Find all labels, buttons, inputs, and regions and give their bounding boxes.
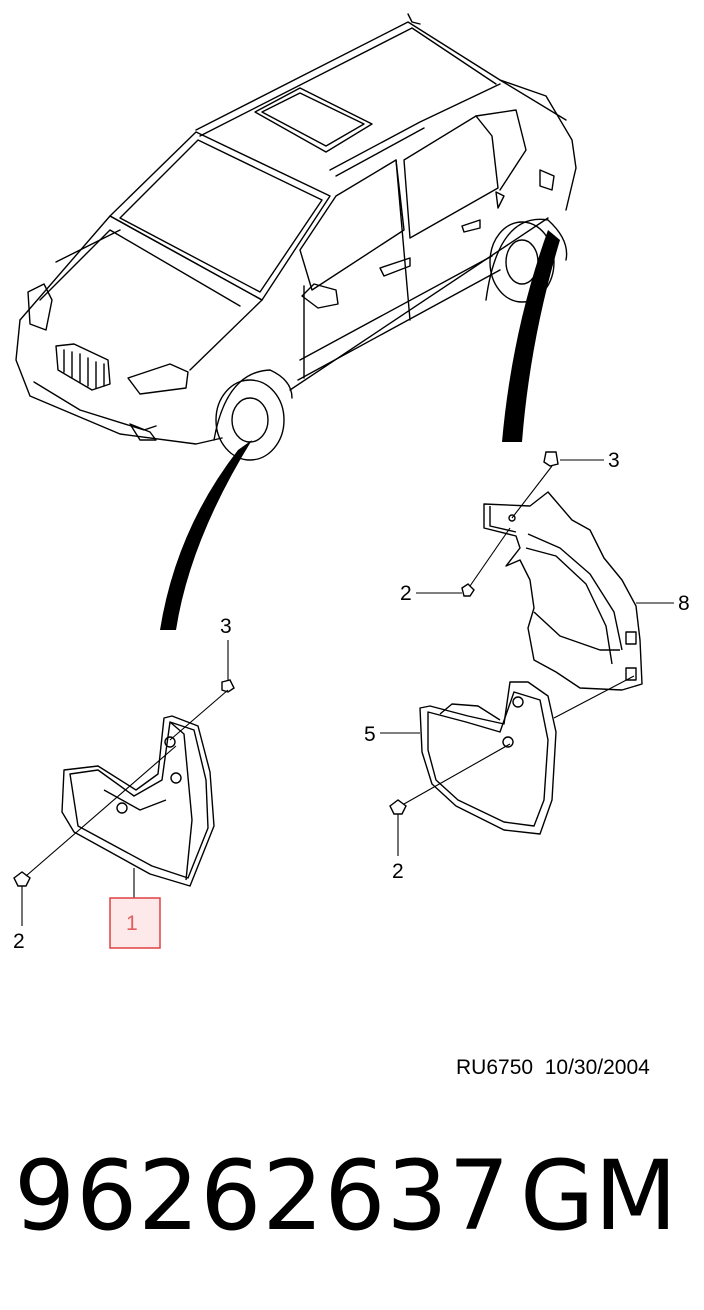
drawing-reference: RU6750 10/30/2004	[456, 1056, 650, 1080]
callout-part-3-right[interactable]: 3	[608, 449, 620, 472]
highlight-box-part-1	[109, 897, 161, 949]
vehicle-illustration	[15, 13, 577, 461]
callout-part-1[interactable]: 1	[126, 912, 138, 935]
fasteners	[13, 451, 559, 887]
rear-mud-flap	[419, 681, 557, 835]
front-mud-flap	[61, 715, 215, 887]
leader-wedge-front	[160, 440, 252, 630]
callout-part-3-left[interactable]: 3	[220, 615, 232, 638]
leader-wedge-rear	[502, 230, 560, 442]
brand-label: GM	[520, 1140, 678, 1252]
callout-part-2-right-lower[interactable]: 2	[392, 860, 404, 883]
inner-fender-liner	[483, 491, 643, 691]
part-number: 96262637	[14, 1140, 511, 1252]
leader-lines	[21, 459, 674, 926]
drawing-date: 10/30/2004	[544, 1056, 650, 1079]
callout-part-5[interactable]: 5	[364, 723, 376, 746]
drawing-id: RU6750	[456, 1056, 534, 1079]
callout-part-2-right-upper[interactable]: 2	[400, 582, 412, 605]
callout-part-2-left[interactable]: 2	[13, 930, 25, 953]
callout-part-8[interactable]: 8	[678, 592, 690, 615]
